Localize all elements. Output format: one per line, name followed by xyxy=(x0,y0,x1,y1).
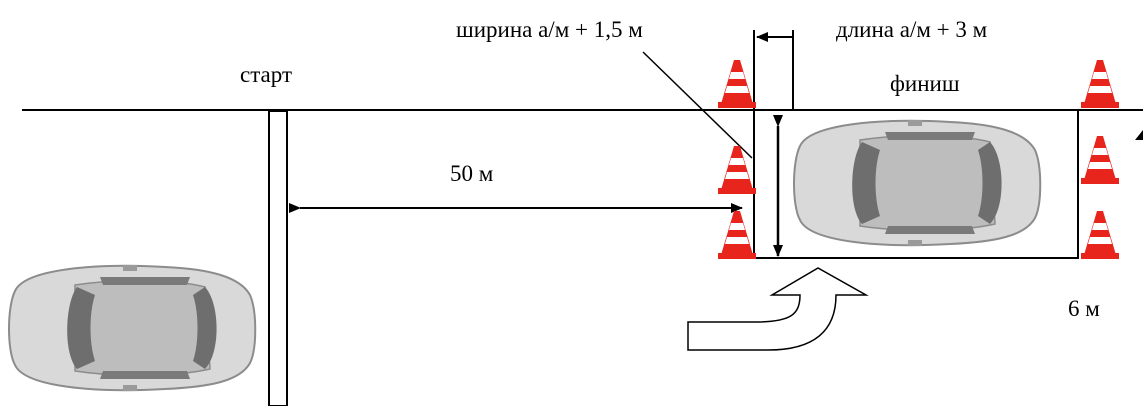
width-dimension-label: ширина а/м + 1,5 м xyxy=(456,17,643,42)
start-label: старт xyxy=(240,62,292,87)
traffic-cone-icon xyxy=(718,146,756,194)
traffic-cone-icon xyxy=(1081,211,1119,259)
traffic-cone-icon xyxy=(718,211,756,259)
turn-arrow-icon xyxy=(687,267,869,351)
parking-bay xyxy=(753,109,1079,259)
width-leader-line xyxy=(642,51,753,159)
depth-label: 6 м xyxy=(1068,296,1100,321)
finish-label: финиш xyxy=(890,71,960,96)
start-car-icon xyxy=(8,264,257,392)
length-dimension-label: длина а/м + 3 м xyxy=(836,17,988,42)
edge-mark xyxy=(1135,130,1143,140)
start-post xyxy=(268,110,288,406)
parked-car-icon xyxy=(793,119,1042,247)
traffic-cone-icon xyxy=(1081,60,1119,108)
traffic-cone-icon xyxy=(1081,136,1119,184)
distance-label: 50 м xyxy=(450,161,494,186)
traffic-cone-icon xyxy=(718,60,756,108)
